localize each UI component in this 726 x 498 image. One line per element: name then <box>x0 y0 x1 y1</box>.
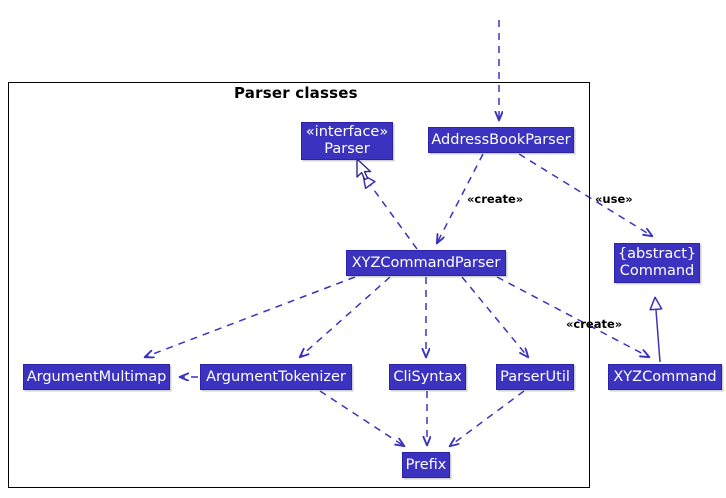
class-node-clisyntax[interactable]: CliSyntax <box>389 364 466 390</box>
class-stereotype: «interface» <box>305 124 389 140</box>
class-node-xyzcommandparser[interactable]: XYZCommandParser <box>346 250 506 276</box>
class-stereotype: {abstract} <box>617 246 697 262</box>
edge-label-create-parser: «create» <box>467 192 524 206</box>
class-label: Command <box>619 263 695 279</box>
class-node-argumentmultimap[interactable]: ArgumentMultimap <box>23 364 170 390</box>
class-node-command[interactable]: {abstract} Command <box>614 243 700 283</box>
class-label: Parser <box>324 141 370 157</box>
class-node-xyzcommand[interactable]: XYZCommand <box>608 364 722 390</box>
class-node-parser[interactable]: «interface» Parser <box>301 122 393 160</box>
class-label: ArgumentMultimap <box>26 368 167 385</box>
class-node-argumenttokenizer[interactable]: ArgumentTokenizer <box>200 364 352 390</box>
class-label: ArgumentTokenizer <box>206 368 346 385</box>
package-parser-classes <box>8 82 590 488</box>
edge-label-use-command: «use» <box>595 192 633 206</box>
package-title: Parser classes <box>234 84 358 102</box>
class-label: ParserUtil <box>500 368 570 385</box>
edge-label-create-command: «create» <box>566 317 623 331</box>
class-label: Prefix <box>405 456 447 473</box>
edge-xyzcommand-to-command <box>649 296 663 363</box>
class-label: CliSyntax <box>393 368 462 385</box>
class-label: XYZCommand <box>613 368 717 385</box>
class-node-parserutil[interactable]: ParserUtil <box>496 364 574 390</box>
class-node-addressbookparser[interactable]: AddressBookParser <box>428 127 574 153</box>
class-label: AddressBookParser <box>431 131 571 148</box>
class-label: XYZCommandParser <box>351 254 501 271</box>
class-node-prefix[interactable]: Prefix <box>402 452 450 478</box>
